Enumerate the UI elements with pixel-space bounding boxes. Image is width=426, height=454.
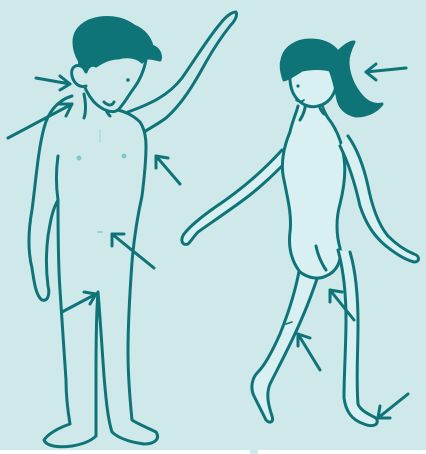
- man-chest-dot-left: [77, 156, 82, 161]
- man-eye: [126, 78, 130, 82]
- woman-front-leg: [338, 250, 377, 426]
- woman-eye: [296, 84, 299, 87]
- man-left-arm-inner: [57, 156, 59, 200]
- arrow-ear-icon: [36, 76, 70, 90]
- arrow-knee-icon: [298, 334, 320, 370]
- bottom-strip: [0, 450, 426, 454]
- bottom-strip-right: [258, 450, 426, 454]
- woman-figure-icon: [182, 40, 419, 426]
- woman-back-arm: [182, 150, 288, 244]
- arrow-armpit-icon: [156, 156, 180, 184]
- woman-body-outline: [282, 100, 344, 278]
- man-body-outline: [29, 96, 158, 447]
- woman-back-leg: [252, 266, 320, 422]
- arrow-scalp-icon: [366, 64, 406, 80]
- man-raised-arm: [128, 12, 237, 132]
- arrow-foot-icon: [378, 394, 408, 418]
- man-chest-dot-right: [122, 154, 127, 159]
- woman-front-arm: [340, 136, 419, 262]
- bottom-strip-left: [0, 450, 250, 454]
